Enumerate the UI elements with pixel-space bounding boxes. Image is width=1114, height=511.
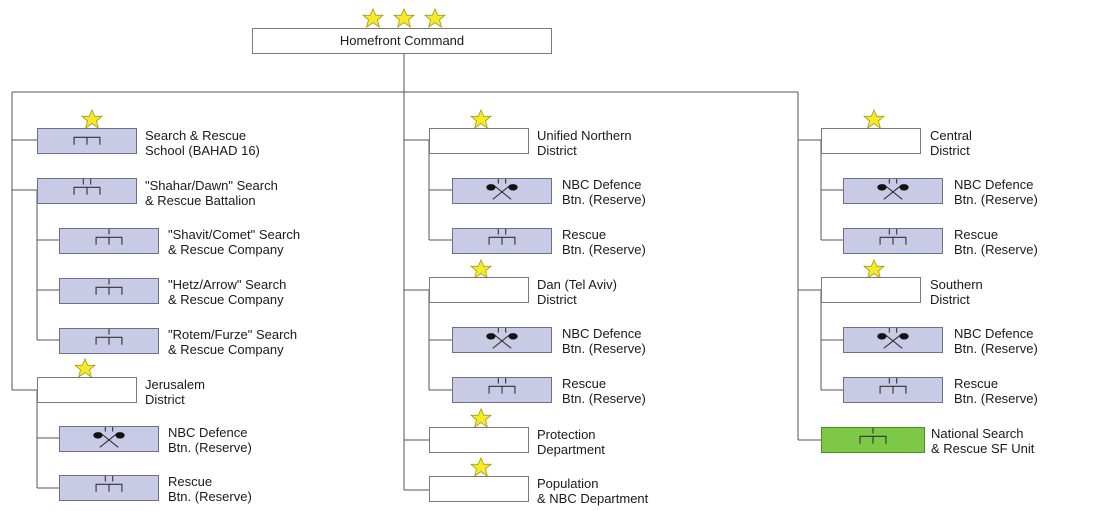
node-label-population-nbc-department: Population& NBC Department [537, 476, 649, 506]
nbc-defence-unit-symbol [843, 178, 943, 204]
nbc-defence-unit-symbol [843, 327, 943, 353]
star-icon [862, 258, 886, 279]
district-box [821, 128, 921, 154]
node-label-rotem-company: "Rotem/Furze" Search& Rescue Company [168, 327, 298, 357]
special-forces-unit-symbol [821, 427, 925, 453]
district-box [429, 277, 529, 303]
company-unit-symbol [59, 278, 159, 304]
star-icon [862, 108, 886, 129]
star-icon [469, 407, 493, 428]
school-unit-symbol [37, 128, 137, 154]
star-icon [80, 108, 104, 129]
star-icon [73, 357, 97, 378]
star-icon [361, 7, 385, 28]
nbc-defence-unit-symbol [452, 178, 552, 204]
star-icon [469, 108, 493, 129]
nbc-defence-unit-symbol [452, 327, 552, 353]
node-label-shahar-battalion: "Shahar/Dawn" Search& Rescue Battalion [145, 178, 278, 208]
district-box [429, 128, 529, 154]
node-label-dan-district: Dan (Tel Aviv)District [537, 277, 617, 307]
company-unit-symbol [59, 328, 159, 354]
department-box [429, 427, 529, 453]
rescue-unit-symbol [452, 228, 552, 254]
star-icon [423, 7, 447, 28]
rescue-unit-symbol [843, 228, 943, 254]
node-label-hetz-company: "Hetz/Arrow" Search& Rescue Company [168, 277, 287, 307]
root-node-homefront-command: Homefront Command [252, 28, 552, 54]
node-label-shavit-company: "Shavit/Comet" Search& Rescue Company [168, 227, 301, 257]
rescue-unit-symbol [452, 377, 552, 403]
nbc-defence-unit-symbol [59, 426, 159, 452]
district-box [37, 377, 137, 403]
star-icon [469, 456, 493, 477]
star-icon [392, 7, 416, 28]
rescue-unit-symbol [59, 475, 159, 501]
star-icon [469, 258, 493, 279]
company-unit-symbol [59, 228, 159, 254]
node-label-national-search-rescue-sf-unit: National Search& Rescue SF Unit [931, 426, 1035, 456]
rescue-unit-symbol [843, 377, 943, 403]
district-box [821, 277, 921, 303]
department-box [429, 476, 529, 502]
battalion-unit-symbol [37, 178, 137, 204]
